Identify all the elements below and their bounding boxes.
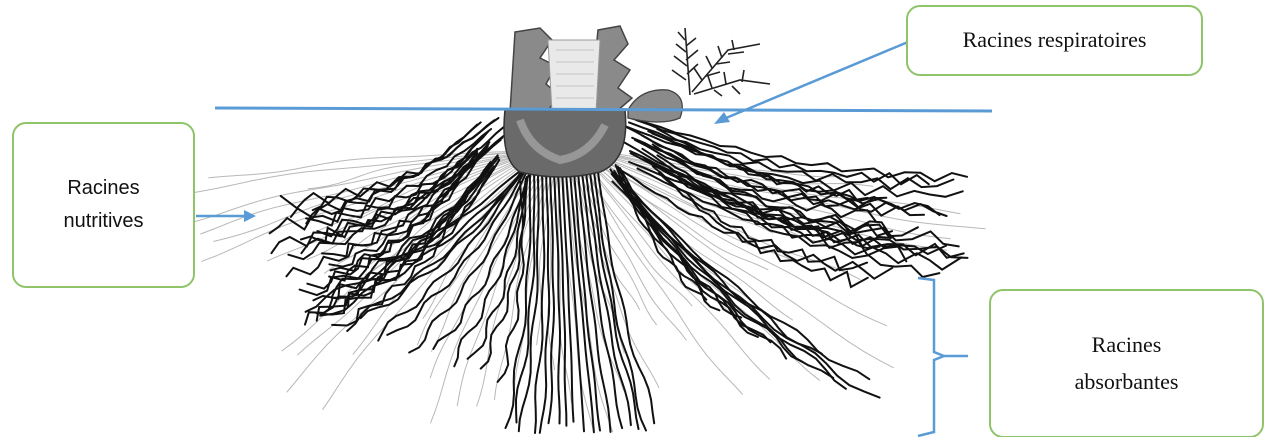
label-racines-respiratoires: Racines respiratoires <box>906 5 1203 76</box>
label-racines-nutritives: Racines nutritives <box>12 122 195 288</box>
palm-stump <box>504 26 682 177</box>
soil-line <box>215 108 992 111</box>
label-respiratoires-text: Racines respiratoires <box>963 22 1147 58</box>
label-nutritives-line2: nutritives <box>63 205 143 238</box>
label-racines-absorbantes: Racines absorbantes <box>989 289 1264 437</box>
label-absorbantes-line1: Racines <box>1075 327 1179 363</box>
offshoot-fronds <box>672 28 770 96</box>
faint-root-strand <box>589 157 894 368</box>
absorbing-root-strand <box>582 172 622 428</box>
label-nutritives-line1: Racines <box>63 172 143 205</box>
label-absorbantes-line2: absorbantes <box>1075 364 1179 400</box>
